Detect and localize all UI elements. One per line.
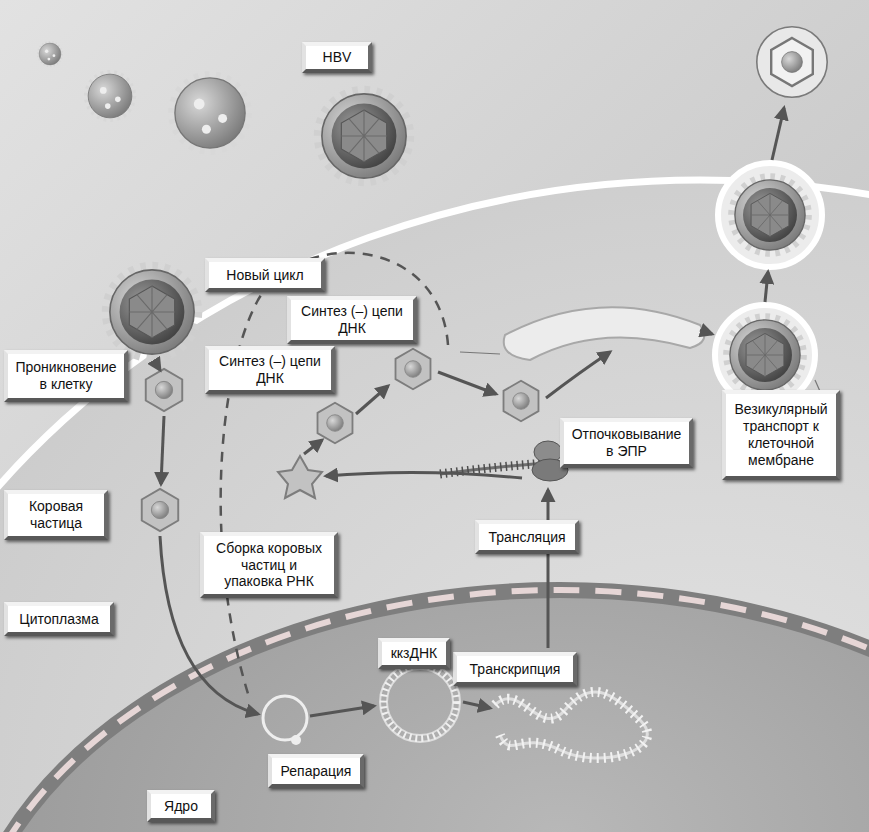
callout-text: Транскрипция — [463, 661, 567, 678]
virion-in-vesicle — [732, 177, 808, 253]
callout-text: Синтез (–) цепи ДНК — [297, 303, 407, 337]
illustration-part — [326, 472, 522, 478]
callout-box: ккзДНК — [378, 638, 450, 669]
illustration-part — [765, 272, 768, 302]
illustration-part — [155, 362, 160, 370]
callout-box: Везикулярный транспорт к клеточной мембр… — [722, 390, 840, 480]
nucleus — [0, 590, 869, 832]
illustration-part — [438, 372, 496, 394]
virion-in-vesicle — [727, 317, 803, 393]
virion — [86, 72, 133, 119]
released-virion — [757, 27, 827, 97]
callout-text: Проникновение в клетку — [14, 359, 118, 393]
callout-box: Проникновение в клетку — [4, 350, 128, 402]
core-particle — [142, 489, 178, 531]
callout-text: Ядро — [157, 798, 205, 815]
callout-box: Отпочковывание в ЭПР — [560, 418, 693, 468]
callout-text: Цитоплазма — [14, 611, 104, 628]
illustration-part — [772, 108, 784, 160]
callout-box: Трансляция — [475, 520, 579, 554]
callout-text: Синтез (–) цепи ДНК — [215, 353, 325, 387]
callout-text: ккзДНК — [388, 645, 440, 662]
callout-box: Ядро — [147, 790, 215, 822]
core-particle — [396, 349, 431, 389]
illustration-part — [546, 352, 610, 398]
rcdna — [263, 696, 307, 740]
core-particle — [504, 381, 539, 421]
callout-box: Синтез (–) цепи ДНК — [287, 296, 417, 344]
virion-entering — [107, 267, 198, 358]
core-particle — [318, 403, 353, 443]
nuclear-pores — [0, 590, 869, 832]
illustration-part — [161, 416, 164, 484]
illustration-part — [384, 666, 457, 739]
callout-box: HBV — [302, 42, 372, 73]
virion — [38, 42, 62, 66]
callout-box: Новый цикл — [205, 258, 325, 292]
virion — [319, 91, 410, 182]
callout-text: HBV — [312, 49, 362, 66]
vesicle — [718, 163, 822, 267]
illustration-part — [310, 706, 374, 716]
process-arrows — [155, 108, 784, 716]
illustration-part — [700, 330, 712, 334]
callout-text: Новый цикл — [215, 267, 315, 284]
illustration-part — [547, 490, 550, 648]
illustration-part — [380, 662, 460, 742]
endoplasmic-reticulum — [504, 307, 704, 360]
callout-text: Отпочковывание в ЭПР — [570, 426, 683, 460]
illustration-part — [460, 352, 500, 354]
cccdna — [387, 669, 453, 735]
cell-membrane — [0, 180, 869, 832]
callout-text: Трансляция — [485, 529, 569, 546]
callout-box: Синтез (–) цепи ДНК — [205, 346, 335, 394]
assembling-core — [278, 456, 322, 498]
illustration-part — [304, 440, 322, 454]
callout-text: Коровая частица — [14, 498, 98, 532]
callout-text: Репарация — [278, 763, 354, 780]
callout-box: Цитоплазма — [4, 602, 114, 636]
virion — [172, 75, 248, 151]
callout-text: Сборка коровых частиц и упаковка РНК — [210, 540, 328, 590]
transcript — [495, 692, 647, 758]
illustration-part — [463, 702, 490, 708]
callout-box: Коровая частица — [4, 490, 108, 540]
callout-box: Транскрипция — [453, 652, 577, 686]
core-particle — [146, 369, 182, 411]
illustration-part — [495, 692, 647, 758]
callout-box: Репарация — [268, 754, 364, 788]
callout-text: Везикулярный транспорт к клеточной мембр… — [732, 401, 830, 468]
rcdna-primer — [291, 735, 301, 745]
illustration-part — [356, 386, 388, 414]
callout-box: Сборка коровых частиц и упаковка РНК — [200, 532, 338, 598]
